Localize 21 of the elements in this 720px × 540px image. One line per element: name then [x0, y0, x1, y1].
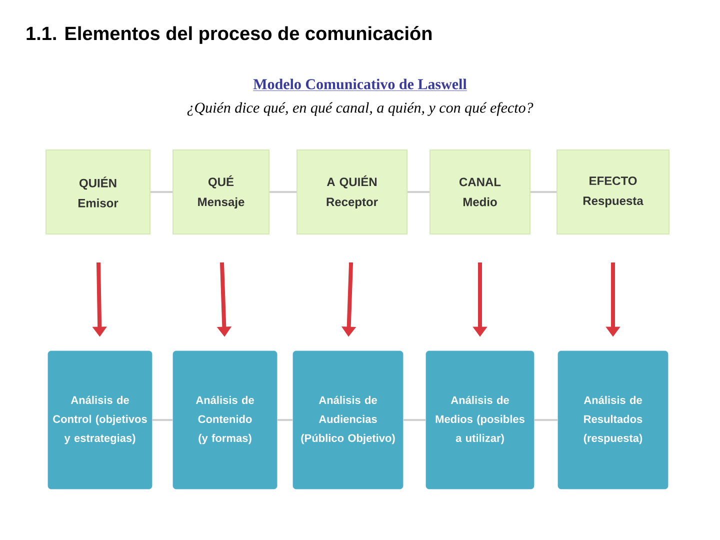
- process-box: QUIÉN Emisor: [46, 150, 150, 234]
- analysis-box: Análisis de Audiencias (Público Objetivo): [292, 350, 404, 490]
- connector-line: [403, 418, 426, 421]
- analysis-box: Análisis de Control (objetivos y estrategias): [48, 350, 152, 490]
- connector-line: [530, 191, 556, 193]
- analysis-box: Análisis de Medios (posibles a utilizar): [426, 350, 534, 490]
- process-box: EFECTO Respuesta: [556, 150, 670, 234]
- process-box: A QUIÉN Receptor: [296, 150, 408, 234]
- analysis-box: Análisis de Contenido (y formas): [172, 350, 278, 490]
- connector-line: [270, 191, 296, 193]
- question-text: ¿Quién dice qué, en qué canal, a quién, y con qué efecto?: [187, 102, 534, 116]
- connector-line: [277, 418, 293, 421]
- connector-line: [534, 418, 558, 421]
- slide-title: 1.1. Elementos del proceso de comunicación: [26, 26, 432, 44]
- process-box: QUÉ Mensaje: [172, 150, 270, 234]
- process-box: CANAL Medio: [430, 150, 530, 234]
- connector-line: [152, 418, 173, 421]
- connector-line: [408, 191, 430, 193]
- subtitle: Modelo Comunicativo de Laswell: [252, 78, 468, 91]
- connector-line: [150, 191, 172, 193]
- analysis-box: Análisis de Resultados (respuesta): [558, 350, 668, 490]
